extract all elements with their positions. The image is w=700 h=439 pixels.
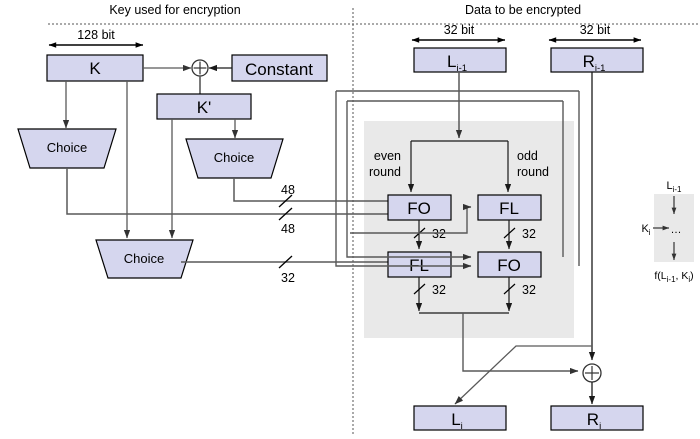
odd-round-label-line1: odd bbox=[517, 149, 538, 163]
slash-fo-odd-out bbox=[503, 283, 516, 295]
input-right-box[interactable] bbox=[550, 47, 644, 73]
feedback-outer-into-fo-odd bbox=[335, 91, 472, 270]
key-box-label: K bbox=[89, 59, 101, 78]
bus-label-fo-even-out: 32 bbox=[432, 227, 446, 241]
slash-fl-odd-out bbox=[503, 227, 516, 239]
bus-32-label: 32 bbox=[281, 271, 295, 285]
bus-label-fl-even-out: 32 bbox=[432, 283, 446, 297]
block-fl-even[interactable] bbox=[387, 251, 452, 278]
legend-output-label: f(Li-1, Ki) bbox=[654, 270, 693, 284]
wire-bus-48-upper bbox=[233, 178, 406, 205]
block-fo-even[interactable] bbox=[387, 194, 452, 221]
bus-label-fo-odd-out: 32 bbox=[522, 283, 536, 297]
even-round-label-line2: round bbox=[369, 165, 401, 179]
bus-48-lower-label: 48 bbox=[281, 222, 295, 236]
wire-round-out-to-xor bbox=[462, 313, 579, 375]
title-data-side: Data to be encrypted bbox=[465, 3, 581, 17]
measure-128bit-label: 128 bit bbox=[77, 28, 115, 42]
legend-input-label: Li-1 bbox=[666, 180, 682, 194]
bus-label-fl-odd-out: 32 bbox=[522, 227, 536, 241]
input-left-box[interactable] bbox=[413, 47, 507, 73]
legend-ellipsis: … bbox=[671, 224, 682, 236]
wire-swap-to-Li bbox=[454, 345, 556, 405]
wire-cross-to-fl-odd bbox=[350, 203, 472, 234]
block-fl-odd-label: FL bbox=[499, 199, 519, 218]
block-fl-odd[interactable] bbox=[477, 194, 542, 221]
bus-48-upper-slash bbox=[278, 194, 293, 208]
legend-key-label: Ki bbox=[641, 223, 650, 237]
odd-round-label-line2: round bbox=[517, 165, 549, 179]
output-right-label: Ri bbox=[587, 410, 601, 432]
output-left-label: Li bbox=[451, 410, 463, 432]
choice-left-label: Choice bbox=[47, 140, 87, 155]
input-right-label: Ri-1 bbox=[583, 52, 606, 74]
even-round-label-line1: even bbox=[374, 149, 401, 163]
wire-bus-48-lower bbox=[66, 168, 406, 218]
bus-48-upper-label: 48 bbox=[281, 183, 295, 197]
choice-left[interactable] bbox=[17, 128, 117, 169]
constant-box-label: Constant bbox=[245, 60, 313, 79]
choice-bottom-label: Choice bbox=[124, 251, 164, 266]
output-right-box[interactable] bbox=[550, 405, 644, 431]
feedback-inner-into-fo-odd bbox=[346, 101, 472, 261]
block-fo-odd-label: FO bbox=[497, 256, 521, 275]
block-fo-odd[interactable] bbox=[477, 251, 542, 278]
choice-bottom[interactable] bbox=[95, 239, 194, 279]
round-body-panel bbox=[364, 121, 574, 338]
bus-32-slash bbox=[278, 255, 293, 269]
choice-right-label: Choice bbox=[214, 150, 254, 165]
kprime-box-label: K' bbox=[197, 98, 212, 117]
title-key-side: Key used for encryption bbox=[109, 3, 240, 17]
slash-fl-even-out bbox=[413, 283, 426, 295]
choice-right[interactable] bbox=[185, 138, 284, 179]
output-left-box[interactable] bbox=[413, 405, 507, 431]
input-left-label: Li-1 bbox=[447, 52, 467, 74]
bus-48-lower-slash bbox=[278, 207, 293, 221]
kprime-box[interactable] bbox=[156, 93, 252, 120]
block-fo-even-label: FO bbox=[407, 199, 431, 218]
measure-32bit-left-label: 32 bit bbox=[444, 23, 475, 37]
measure-32bit-right-label: 32 bit bbox=[580, 23, 611, 37]
